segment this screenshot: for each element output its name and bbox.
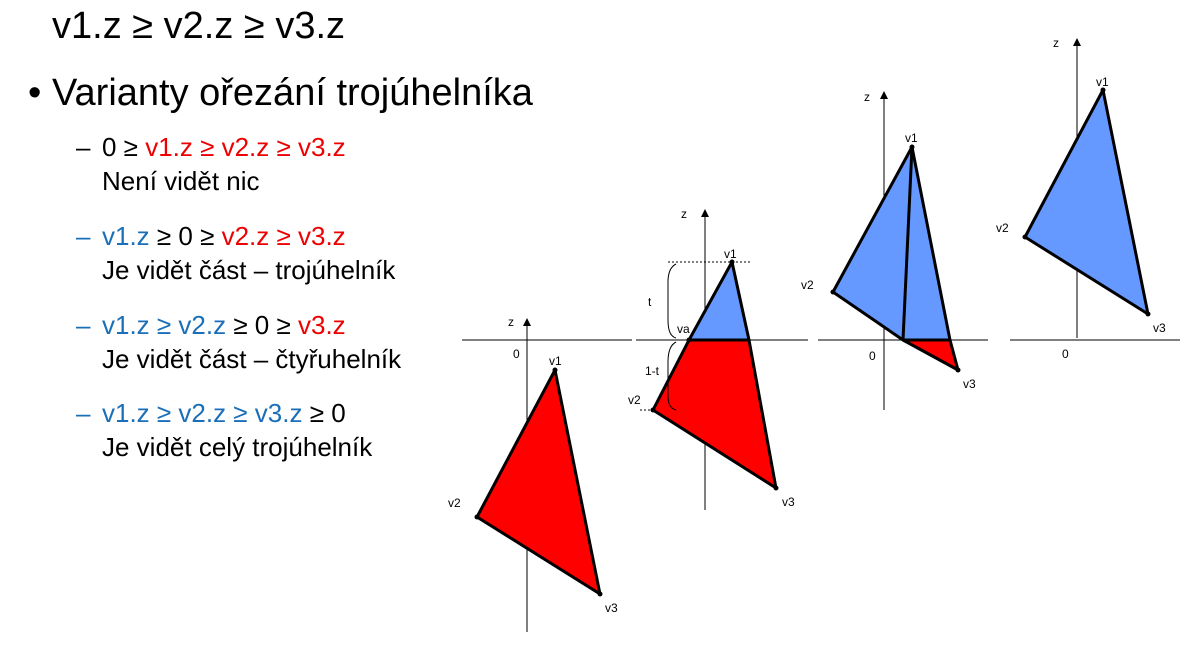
dash-icon: – — [76, 132, 91, 162]
one-minus-t-brace — [667, 341, 677, 411]
blue-triangle — [1023, 88, 1150, 316]
variant-description: Je vidět celý trojúhelník — [102, 432, 373, 462]
diagram-case-4: z 0 v1 v2 v3 — [996, 36, 1166, 361]
variant-condition: –v1.z ≥ v2.z ≥ v3.z ≥ 0 — [76, 396, 372, 430]
condition-part: 0 ≥ — [102, 132, 146, 162]
condition-part: v3.z — [298, 310, 346, 340]
vertex-point — [830, 289, 836, 295]
z-axis-label: z — [1053, 36, 1059, 50]
split-diagonal — [901, 146, 914, 341]
vertex-label-v2: v2 — [801, 278, 814, 292]
vertex-label-v1: v1 — [724, 247, 737, 261]
vertex-point — [650, 407, 656, 413]
condition-part: v1.z — [102, 221, 150, 251]
red-clipped-part — [901, 338, 960, 372]
condition-part: ≥ 0 ≥ — [149, 221, 222, 251]
vertex-label-v3: v3 — [1153, 321, 1166, 335]
one-minus-t-label: 1-t — [645, 364, 660, 378]
z-axis-label: z — [864, 90, 870, 104]
bullet-dot-icon: • — [28, 72, 42, 114]
z-axis-label: z — [681, 207, 687, 221]
vertex-point — [1100, 87, 1106, 93]
variant-item-1: –0 ≥ v1.z ≥ v2.z ≥ v3.z Není vidět nic — [76, 130, 346, 198]
red-clipped-part — [651, 338, 778, 490]
dash-icon: – — [76, 310, 91, 340]
condition-part: ≥ 0 — [302, 398, 346, 428]
vertex-label-v1: v1 — [905, 131, 918, 145]
diagram-case-2: z 0 t 1-t v1 va v2 v3 — [628, 207, 795, 510]
vertex-label-v2: v2 — [448, 496, 461, 510]
diagram-case-1: z 0 v1 v2 v3 — [448, 315, 618, 632]
vertex-label-v3: v3 — [782, 495, 795, 509]
vertex-point — [955, 367, 961, 373]
slide-title: v1.z ≥ v2.z ≥ v3.z — [52, 5, 346, 47]
z-axis-label: z — [508, 315, 514, 329]
variant-item-4: –v1.z ≥ v2.z ≥ v3.z ≥ 0 Je vidět celý tr… — [76, 396, 372, 464]
vertex-point — [1145, 311, 1151, 317]
vertex-label-va: va — [677, 322, 690, 336]
vertex-label-v2: v2 — [996, 221, 1009, 235]
variant-description: Není vidět nic — [102, 166, 260, 196]
t-label: t — [648, 295, 652, 309]
vertex-label-v2: v2 — [628, 393, 641, 407]
vertex-label-v3: v3 — [963, 377, 976, 391]
variant-condition: –v1.z ≥ 0 ≥ v2.z ≥ v3.z — [76, 219, 395, 253]
variant-item-2: –v1.z ≥ 0 ≥ v2.z ≥ v3.z Je vidět část – … — [76, 219, 395, 287]
main-bullet: •Varianty ořezání trojúhelníka — [28, 70, 533, 116]
vertex-point — [1022, 234, 1028, 240]
t-brace — [667, 263, 677, 339]
variant-condition: –0 ≥ v1.z ≥ v2.z ≥ v3.z — [76, 130, 346, 164]
variant-description: Je vidět část – trojúhelník — [102, 255, 396, 285]
vertex-label-v1: v1 — [549, 354, 562, 368]
bullet-text: Varianty ořezání trojúhelníka — [52, 72, 533, 114]
vertex-label-v1: v1 — [1096, 75, 1109, 89]
variant-description: Je vidět část – čtyřuhelník — [102, 344, 402, 374]
condition-part: v1.z ≥ v2.z — [102, 310, 227, 340]
vertex-label-v3: v3 — [605, 601, 618, 615]
blue-visible-triangle — [687, 260, 751, 342]
blue-visible-quad — [831, 145, 952, 342]
condition-part: v1.z ≥ v2.z ≥ v3.z — [102, 398, 303, 428]
vertex-point — [773, 485, 779, 491]
red-triangle — [475, 368, 602, 596]
variant-condition: –v1.z ≥ v2.z ≥ 0 ≥ v3.z — [76, 308, 401, 342]
vertex-point — [552, 367, 558, 373]
origin-label: 0 — [1062, 347, 1069, 361]
vertex-point — [729, 259, 735, 265]
diagram-case-3: z 0 v1 v2 v3 — [801, 90, 976, 410]
vertex-point — [686, 337, 692, 343]
vertex-point — [909, 144, 915, 150]
condition-part: ≥ 0 ≥ — [226, 310, 298, 340]
condition-part: v2.z ≥ v3.z — [221, 221, 346, 251]
vertex-point — [474, 514, 480, 520]
dash-icon: – — [76, 221, 91, 251]
origin-label: 0 — [513, 347, 520, 361]
origin-label: 0 — [869, 349, 876, 363]
condition-part: v1.z ≥ v2.z ≥ v3.z — [145, 132, 346, 162]
dash-icon: – — [76, 398, 91, 428]
vertex-point — [597, 591, 603, 597]
variant-item-3: –v1.z ≥ v2.z ≥ 0 ≥ v3.z Je vidět část – … — [76, 308, 401, 376]
